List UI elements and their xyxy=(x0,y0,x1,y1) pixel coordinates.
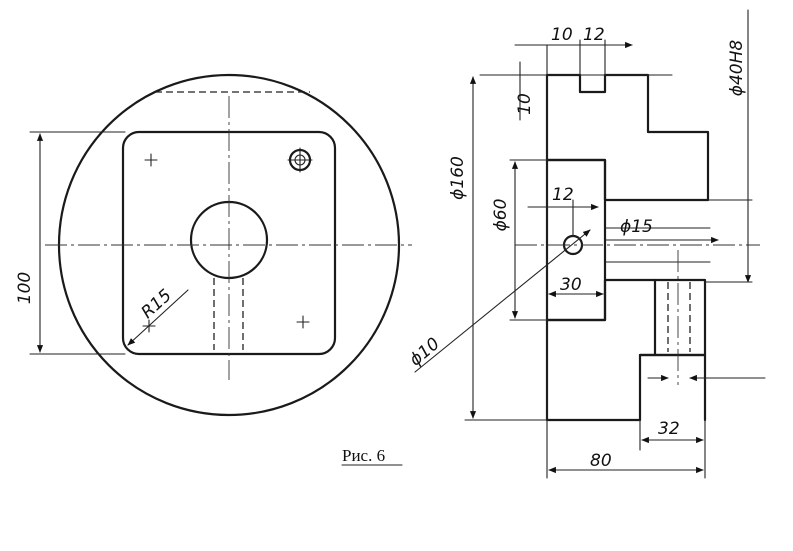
dim-phi40: ϕ40H8 xyxy=(727,40,747,97)
mark-tr xyxy=(287,147,313,173)
bore-zone xyxy=(545,158,607,322)
dim-r15: R15 xyxy=(138,286,176,323)
dim-80: 80 xyxy=(590,451,612,471)
r15-leader xyxy=(127,289,189,346)
right-step xyxy=(638,353,707,422)
dim-phi60: ϕ60 xyxy=(491,199,511,232)
upper-section xyxy=(545,73,710,202)
lower-section xyxy=(545,278,657,422)
dim-12-top: 12 xyxy=(583,25,605,45)
front-view: 100 R15 xyxy=(15,73,412,417)
figure-caption: Рис. 6 xyxy=(342,446,385,465)
dim-phi10: ϕ10 xyxy=(406,334,444,370)
dim-100: 100 xyxy=(15,272,35,304)
right-boss xyxy=(653,278,707,357)
section-view: 10 12 10 ϕ40H8 ϕ160 ϕ60 12 ϕ15 30 ϕ10 32 xyxy=(406,9,766,479)
dim-10-top: 10 xyxy=(551,25,573,45)
dim-10-side: 10 xyxy=(515,93,535,115)
dim-phi160: ϕ160 xyxy=(448,156,468,200)
dim-12-mid: 12 xyxy=(552,185,574,205)
dim-phi15: ϕ15 xyxy=(620,217,653,237)
mark-br xyxy=(296,315,310,329)
dim-32: 32 xyxy=(658,419,680,439)
mark-tl xyxy=(144,153,158,167)
dim-phi10-leader xyxy=(414,229,591,373)
dim-30: 30 xyxy=(560,275,582,295)
